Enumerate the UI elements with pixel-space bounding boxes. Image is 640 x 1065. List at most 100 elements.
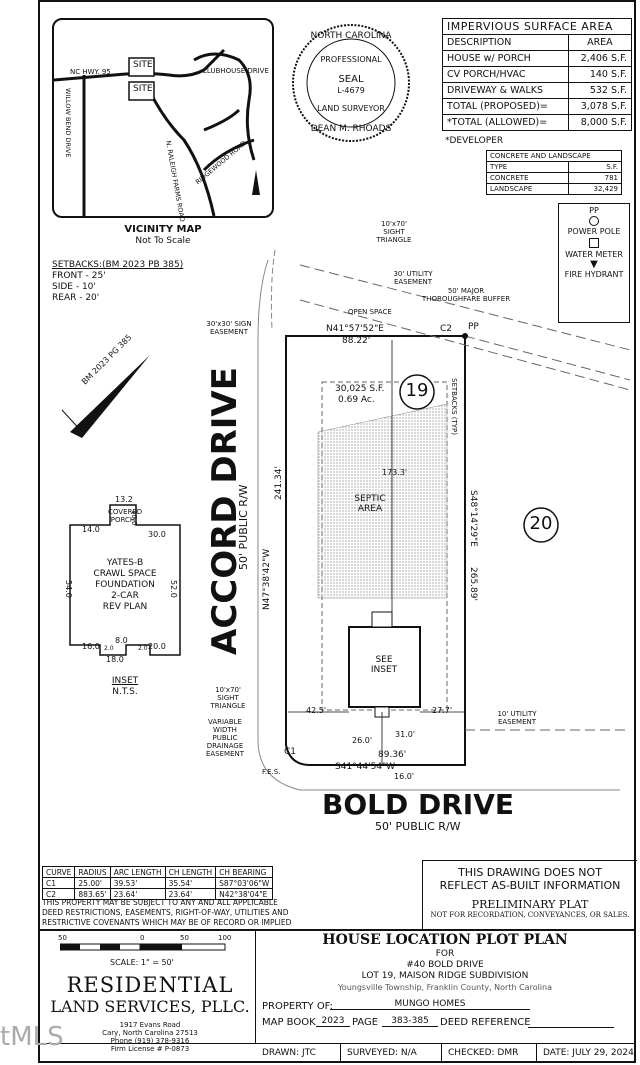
plot-sheet	[38, 0, 636, 1063]
dist-16: 16.0'	[394, 772, 415, 781]
surveyed-by: SURVEYED: N/A	[341, 1044, 442, 1063]
scale-tick-100: 100	[218, 934, 232, 942]
table-row: TOTAL (PROPOSED)=3,078 S.F.	[442, 98, 633, 115]
title-block-bottom-rule	[38, 1043, 636, 1044]
east-distance: 265.89'	[468, 567, 478, 601]
inset-d10: 10.0	[130, 510, 138, 526]
setbacks-typ-label: SETBACKS (TYP)	[450, 378, 458, 435]
checked-by: CHECKED: DMR	[442, 1044, 537, 1063]
sight-triangle-top: 10'x70' SIGHT TRIANGLE	[376, 220, 412, 244]
drawn-by: DRAWN: JTC	[256, 1044, 341, 1063]
septic-label: SEPTIC AREA	[354, 494, 386, 514]
inset-d2a: 2.0	[104, 645, 114, 652]
site-label: SITE	[133, 60, 153, 70]
vicinity-title: VICINITY MAP	[124, 224, 202, 235]
dist-27: 27.7'	[432, 706, 453, 715]
bold-drive-label: BOLD DRIVE	[322, 788, 514, 821]
page-label: PAGE	[352, 1017, 379, 1028]
scale-tick-50b: 50	[180, 934, 189, 942]
setback-rear: REAR - 20'	[52, 293, 100, 303]
plan-address: #40 BOLD DRIVE	[406, 960, 484, 970]
seal-ring	[292, 24, 410, 142]
seal-professional: PROFESSIONAL	[320, 55, 382, 64]
title-block-divider	[255, 929, 256, 1044]
lot-area-sf: 30,025 S.F.	[335, 384, 385, 394]
setbacks-block: SETBACKS:(BM 2023 PB 385) FRONT - 25' SI…	[52, 260, 183, 304]
scale-bar	[60, 943, 226, 951]
seal-number: L-4679	[337, 86, 365, 95]
surveyor-seal: NORTH CAROLINA PROFESSIONAL SEAL L-4679 …	[290, 22, 412, 144]
title-block-top-rule	[38, 929, 636, 931]
watermark: tMLS	[0, 1022, 64, 1052]
scale-label: SCALE: 1" = 50'	[110, 958, 174, 967]
fire-hydrant-icon: ▼	[590, 259, 598, 270]
vicinity-map: NC HWY. 95 CLUBHOUSE DRIVE WILLOW BEND D…	[52, 18, 274, 222]
asbuilt-line2: REFLECT AS-BUILT INFORMATION	[439, 879, 621, 892]
legend-power-pole: POWER POLE	[567, 227, 621, 236]
dist-31: 31.0'	[395, 730, 416, 739]
inset-d18: 18.0	[106, 655, 124, 664]
seal-top: NORTH CAROLINA	[310, 31, 392, 41]
deed-reference-label: DEED REFERENCE	[440, 1017, 531, 1028]
inset-d20: 20.0	[148, 642, 166, 651]
lot-area-ac: 0.69 Ac.	[338, 395, 375, 405]
sign-easement: 30'x30' SIGN EASEMENT	[206, 320, 252, 336]
power-pole-icon	[589, 216, 599, 226]
legend-fire-hydrant: FIRE HYDRANT	[564, 270, 624, 279]
accord-rw-label: 50' PUBLIC R/W	[237, 484, 250, 570]
scale-tick-50a: 50	[58, 934, 67, 942]
inset-d30: 30.0	[148, 530, 166, 539]
see-inset-label: SEE INSET	[370, 655, 398, 675]
asbuilt-box: THIS DRAWING DOES NOT REFLECT AS-BUILT I…	[422, 860, 637, 931]
asbuilt-line1: THIS DRAWING DOES NOT	[458, 866, 602, 879]
map-book-label: MAP BOOK	[262, 1017, 316, 1028]
company-address: 1917 Evans Road Cary, North Carolina 275…	[102, 1021, 198, 1037]
inset-d14: 14.0	[82, 525, 100, 534]
utility-easement-30: 30' UTILITY EASEMENT	[393, 270, 433, 286]
property-of-value: MUNGO HOMES	[330, 999, 530, 1010]
seal-word: SEAL	[338, 74, 364, 85]
legend-water-meter: WATER METER	[565, 250, 623, 259]
inset-plan-text: YATES-B CRAWL SPACE FOUNDATION 2-CAR REV…	[93, 558, 157, 612]
setback-side: SIDE - 10'	[52, 282, 96, 292]
plan-lot: LOT 19, MAISON RIDGE SUBDIVISION	[361, 971, 529, 981]
seal-land-surveyor: LAND SURVEYOR	[317, 104, 385, 113]
water-meter-icon	[589, 238, 599, 248]
setback-front: FRONT - 25'	[52, 271, 106, 281]
south-bearing: S41°44'54"W	[335, 762, 396, 772]
plan-for: FOR	[435, 949, 455, 959]
sight-triangle-bottom: 10'x70' SIGHT TRIANGLE	[210, 686, 246, 710]
west-bearing: N47°38'42"W	[262, 548, 272, 610]
company-name-2: LAND SERVICES, PLLC.	[50, 997, 250, 1016]
inset-d8: 8.0	[115, 636, 128, 645]
curve-c1-label: C1	[284, 747, 297, 757]
setbacks-title: SETBACKS:(BM 2023 PB 385)	[52, 260, 184, 270]
site-label-2: SITE	[133, 84, 153, 94]
inset-d16: 16.0	[82, 642, 100, 651]
vicinity-subtitle: Not To Scale	[135, 236, 191, 246]
preliminary-sub: NOT FOR RECORDATION, CONVEYANCES, OR SAL…	[430, 911, 630, 919]
legend-pp: PP	[589, 206, 599, 215]
plan-township: Youngsville Township, Franklin County, N…	[337, 983, 552, 992]
plan-title: HOUSE LOCATION PLOT PLAN	[322, 932, 568, 948]
property-of-label: PROPERTY OF:	[262, 1001, 334, 1012]
seal-bottom: DEAN M. RHOADS	[310, 124, 392, 134]
east-bearing: S48°14'29"E	[468, 490, 478, 547]
footer-row: DRAWN: JTC SURVEYED: N/A CHECKED: DMR DA…	[256, 1044, 636, 1063]
vicinity-map-roads	[53, 48, 260, 217]
scale-tick-0: 0	[140, 934, 145, 942]
inset-covered-porch: COVERED PORCH	[108, 508, 143, 524]
company-contact: Phone (919) 378-9316 Firm License # P-08…	[110, 1037, 190, 1053]
lot-number: 19	[405, 380, 429, 401]
curve-c2-label: C2	[440, 324, 453, 334]
impervious-title: IMPERVIOUS SURFACE AREA	[442, 18, 632, 35]
power-pole-label: PP	[468, 322, 479, 332]
